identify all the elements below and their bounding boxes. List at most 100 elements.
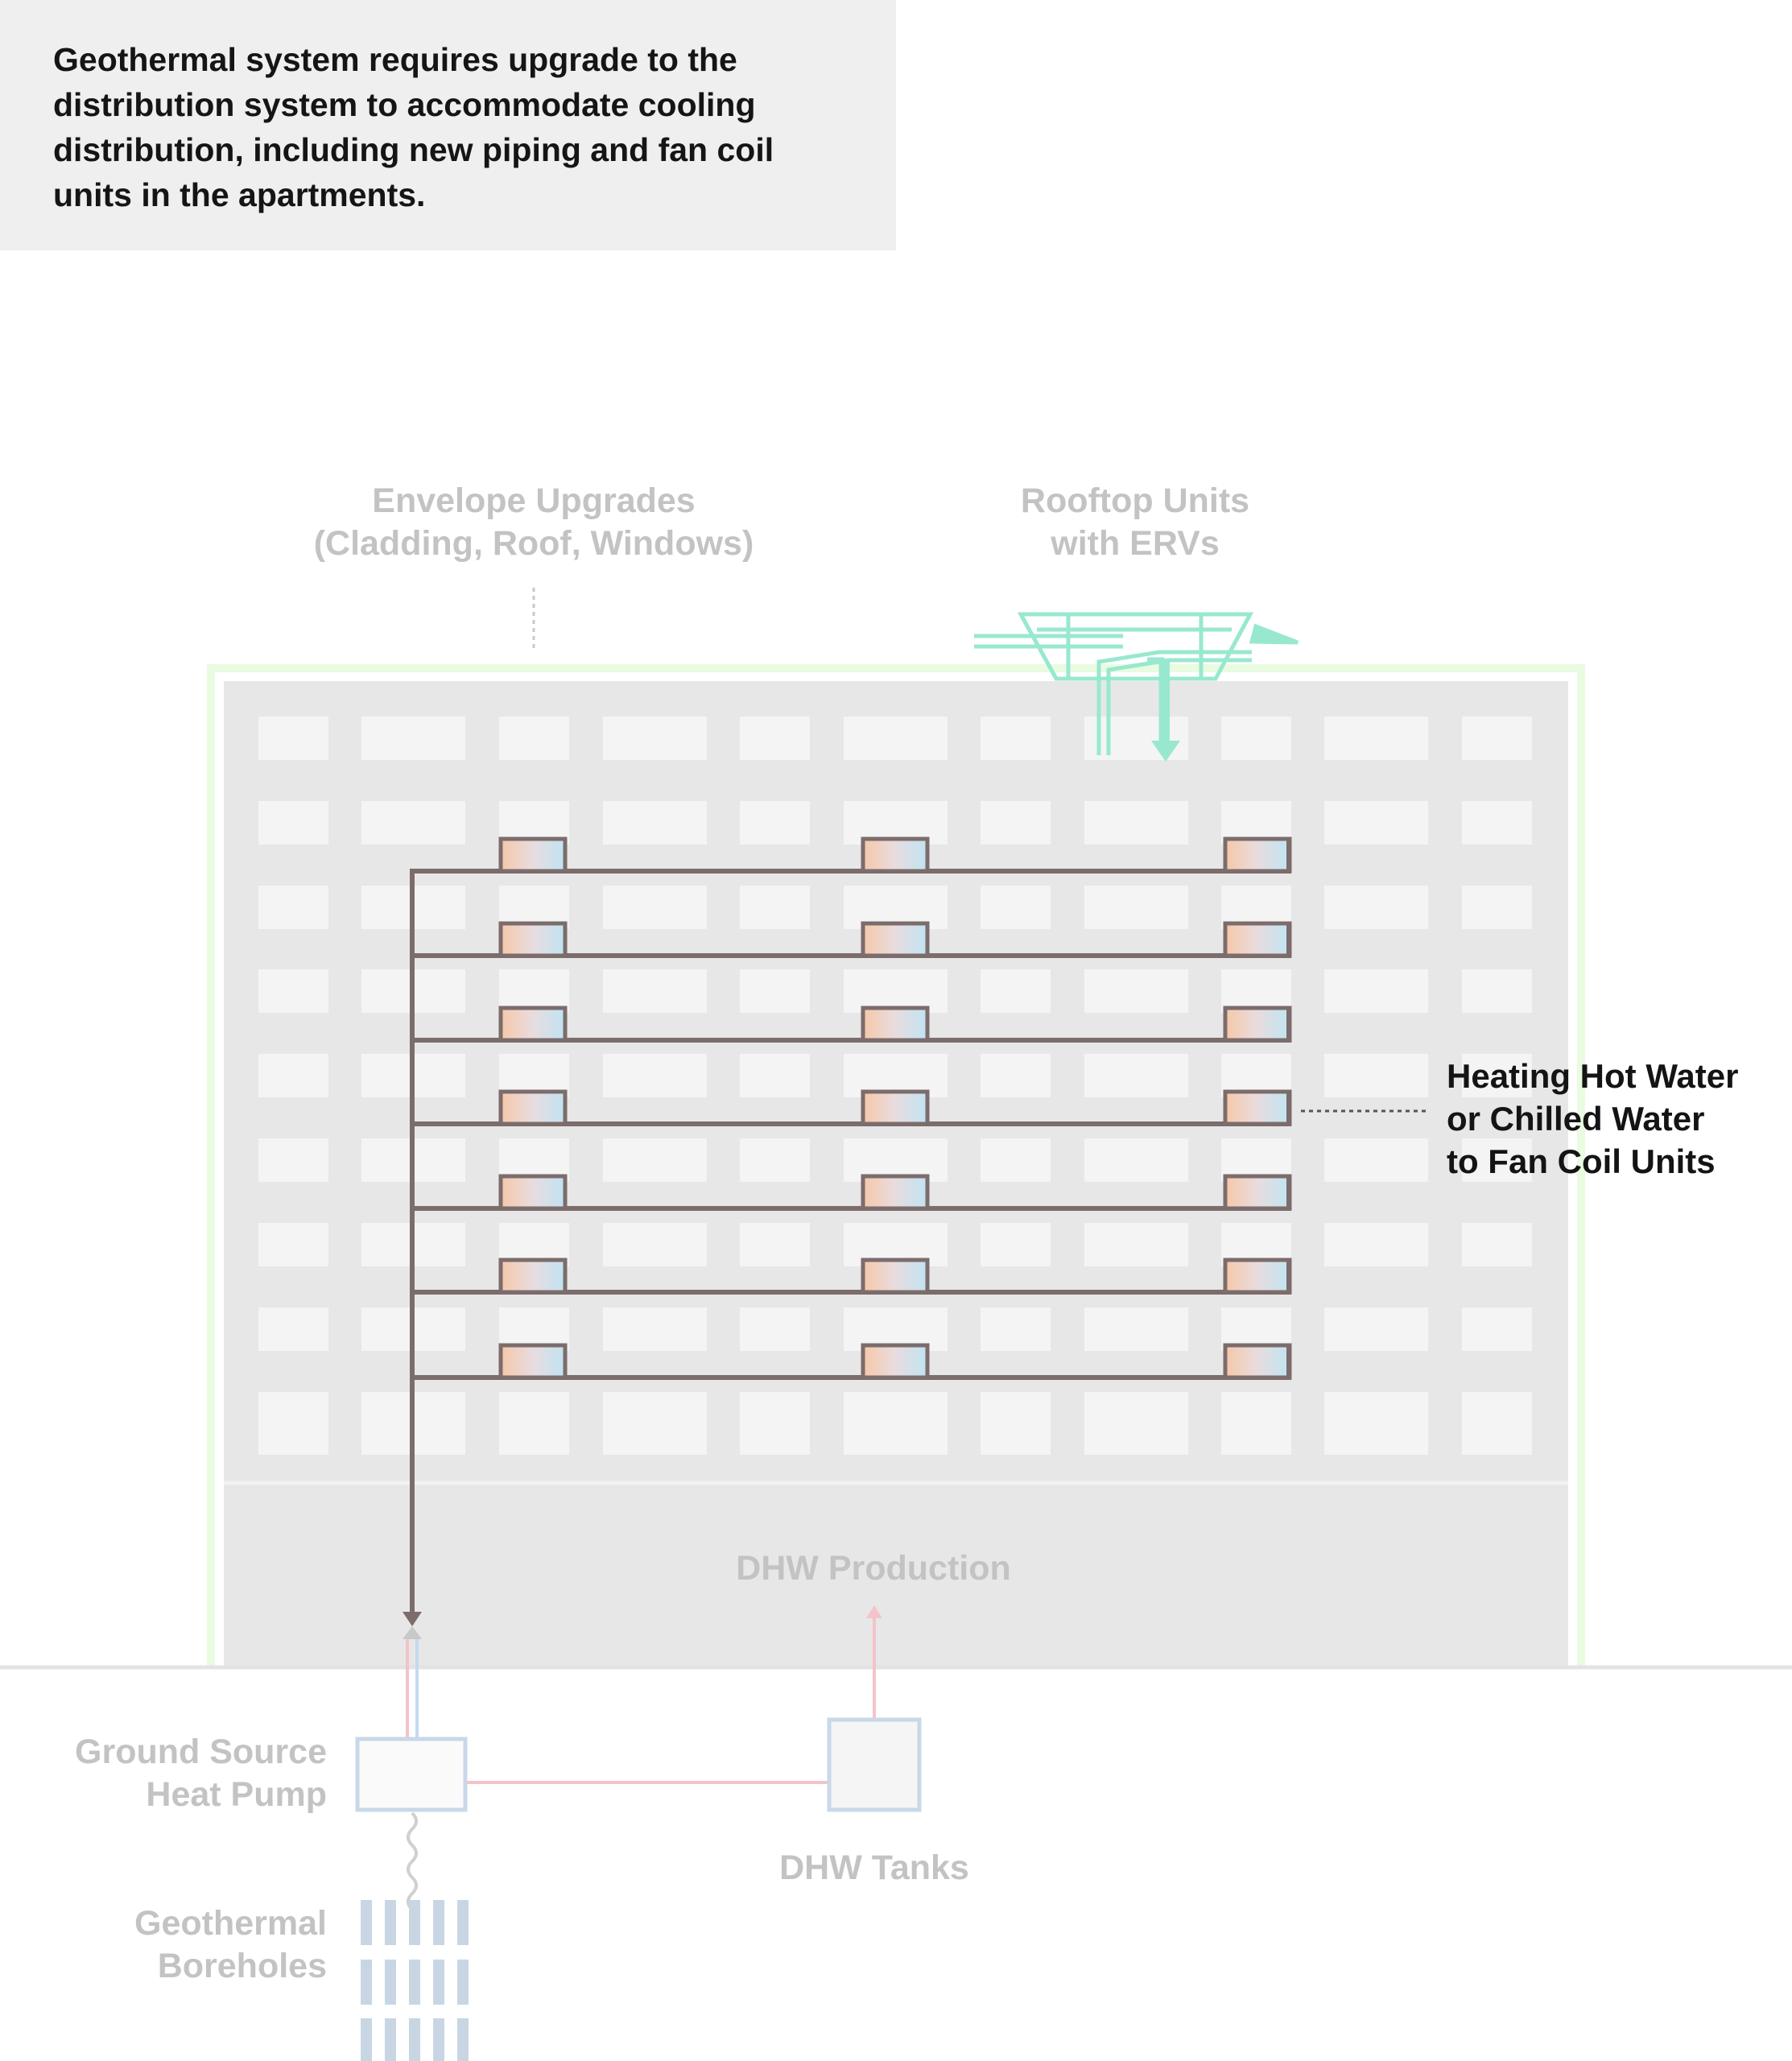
window	[1462, 717, 1532, 760]
window	[258, 717, 328, 760]
window	[603, 717, 707, 760]
window	[740, 717, 810, 760]
window	[603, 1307, 707, 1351]
window	[603, 1138, 707, 1182]
heat-pump-box-icon	[355, 1737, 468, 1812]
borehole	[457, 2018, 469, 2061]
distribution-label-line-2: or Chilled Water	[1447, 1100, 1705, 1138]
window	[981, 886, 1051, 929]
boreholes-label-line-1: Geothermal	[134, 1904, 327, 1943]
dhw-tank-box-icon	[827, 1717, 922, 1812]
window	[1462, 1392, 1532, 1455]
window	[1462, 969, 1532, 1013]
fan-coil-unit-icon	[498, 921, 568, 958]
window	[981, 1392, 1051, 1455]
callout-text: Geothermal system requires upgrade to th…	[53, 41, 774, 213]
gshp-label-line-1: Ground Source	[75, 1733, 327, 1771]
window	[740, 1223, 810, 1266]
window	[740, 1307, 810, 1351]
fan-coil-unit-icon	[861, 1343, 930, 1380]
window	[1084, 1223, 1188, 1266]
window	[258, 1392, 328, 1455]
window	[1084, 1054, 1188, 1097]
window	[981, 1307, 1051, 1351]
rooftop-label-line-1: Rooftop Units	[1020, 481, 1250, 520]
fan-coil-unit-icon	[498, 836, 568, 874]
window	[603, 969, 707, 1013]
window	[603, 801, 707, 845]
window	[603, 1223, 707, 1266]
dhw-tanks-label: DHW Tanks	[779, 1848, 969, 1887]
window	[499, 969, 569, 1013]
window	[1084, 1307, 1188, 1351]
fan-coil-unit-icon	[861, 1089, 930, 1126]
borehole	[385, 1900, 396, 1945]
window	[603, 1054, 707, 1097]
window	[981, 801, 1051, 845]
window	[740, 969, 810, 1013]
fan-coil-unit-icon	[861, 1258, 930, 1295]
gshp-label-line-2: Heat Pump	[146, 1775, 327, 1814]
window	[844, 969, 948, 1013]
window	[603, 886, 707, 929]
dhw-production-label: DHW Production	[736, 1549, 1011, 1588]
window	[499, 1392, 569, 1455]
envelope-label-line-2: (Cladding, Roof, Windows)	[313, 524, 754, 563]
borehole	[385, 2018, 396, 2061]
fan-coil-unit-icon	[498, 1258, 568, 1295]
fan-coil-unit-icon	[1223, 921, 1292, 958]
window	[981, 1223, 1051, 1266]
fan-coil-unit-icon	[1223, 1089, 1292, 1126]
window	[1324, 1392, 1428, 1455]
window	[258, 1307, 328, 1351]
window	[258, 1054, 328, 1097]
window	[258, 801, 328, 845]
window	[1324, 717, 1428, 760]
rooftop-label-line-2: with ERVs	[1051, 524, 1220, 563]
window	[981, 1054, 1051, 1097]
window	[258, 1223, 328, 1266]
window	[740, 1138, 810, 1182]
fan-coil-unit-icon	[1223, 1174, 1292, 1211]
distribution-label: Heating Hot Water or Chilled Water to Fa…	[1447, 1055, 1738, 1183]
distribution-label-line-3: to Fan Coil Units	[1447, 1142, 1716, 1180]
rooftop-units-label: Rooftop Units with ERVs	[934, 480, 1336, 565]
window	[844, 1392, 948, 1455]
borehole	[361, 1900, 372, 1945]
borehole-field-icon	[361, 1900, 469, 2061]
borehole	[457, 1900, 469, 1945]
distribution-piping	[403, 836, 1292, 1626]
info-callout: Geothermal system requires upgrade to th…	[0, 0, 896, 250]
window	[361, 801, 465, 845]
window	[740, 1054, 810, 1097]
borehole	[361, 2018, 372, 2061]
fan-coil-unit-icon	[1223, 1258, 1292, 1295]
window	[1324, 886, 1428, 929]
window	[1221, 1392, 1291, 1455]
fan-coil-unit-icon	[498, 1174, 568, 1211]
window	[499, 717, 569, 760]
fan-coil-unit-icon	[861, 1174, 930, 1211]
distribution-label-line-1: Heating Hot Water	[1447, 1057, 1739, 1095]
fan-coil-unit-icon	[861, 921, 930, 958]
window-grid	[258, 717, 1532, 1455]
envelope-label-line-1: Envelope Upgrades	[372, 481, 696, 520]
borehole	[385, 1960, 396, 2005]
window	[1462, 1138, 1532, 1182]
window	[844, 717, 948, 760]
window	[981, 717, 1051, 760]
borehole	[409, 1960, 420, 2005]
window	[1462, 801, 1532, 845]
window	[1084, 1392, 1188, 1455]
fan-coil-unit-icon	[498, 1343, 568, 1380]
window	[258, 969, 328, 1013]
gshp-label: Ground Source Heat Pump	[16, 1731, 327, 1816]
fan-coil-unit-icon	[1223, 1343, 1292, 1380]
window	[1084, 1138, 1188, 1182]
riser-down-arrow-icon	[403, 1612, 422, 1626]
borehole	[433, 1960, 444, 2005]
borehole	[409, 2018, 420, 2061]
borehole-connection-line	[407, 1811, 418, 1916]
window	[740, 801, 810, 845]
